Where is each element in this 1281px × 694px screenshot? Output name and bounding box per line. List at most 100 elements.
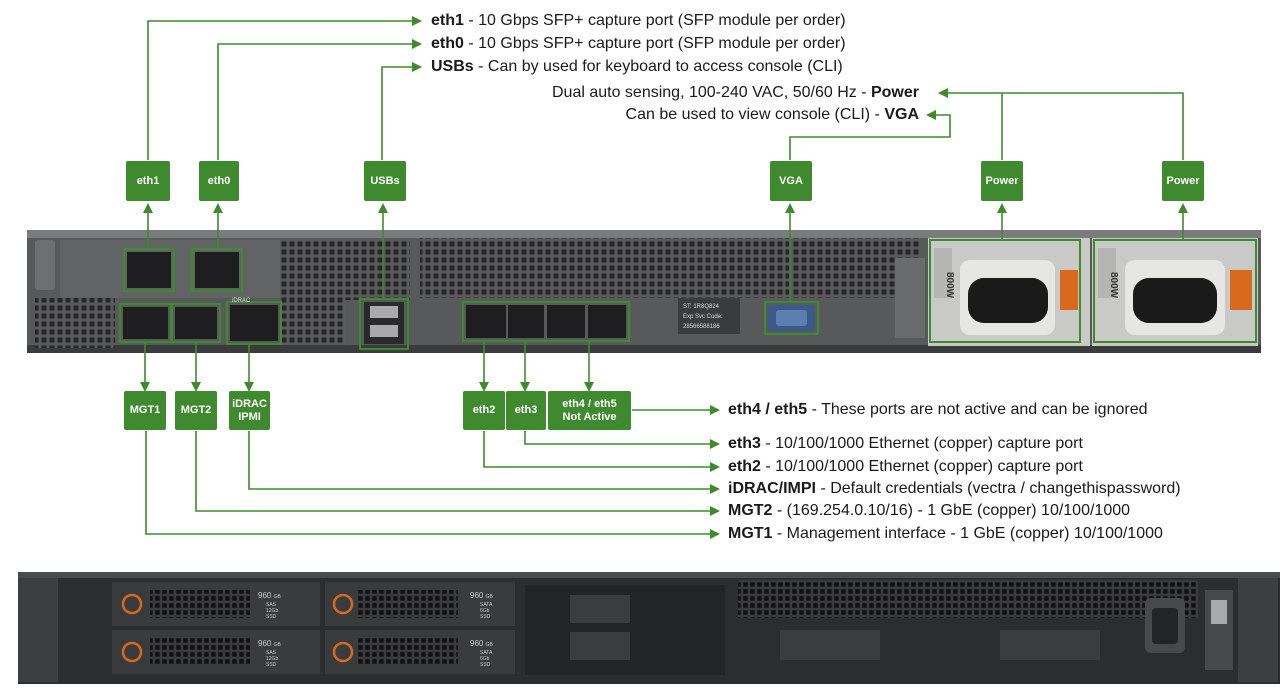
label-eth1: eth1 xyxy=(126,161,170,201)
drive-release-3 xyxy=(121,641,143,663)
rj45-port-eth5 xyxy=(588,305,626,338)
rj45-port-eth3 xyxy=(508,305,544,338)
drive-4-type: SATA xyxy=(480,650,493,656)
desc-eth1-text: - 10 Gbps SFP+ capture port (SFP module … xyxy=(463,12,846,29)
rear-vent-wide xyxy=(420,238,920,298)
desc-power-text: Dual auto sensing, 100-240 VAC, 50/60 Hz… xyxy=(551,84,871,101)
drive-3-capacity: 960 GB xyxy=(258,639,281,648)
label-eth3: eth3 xyxy=(506,391,546,430)
desc-eth3: eth3 - 10/100/1000 Ethernet (copper) cap… xyxy=(728,435,1083,453)
connector-eth0-desc xyxy=(217,39,422,160)
psu-latch-1 xyxy=(1060,270,1078,310)
drive-3-type: SAS xyxy=(266,650,277,656)
drive-1-capacity: 960 GB xyxy=(258,591,281,600)
desc-idrac-text: - Default credentials (vectra / changeth… xyxy=(816,480,1181,497)
connector-eth1-desc xyxy=(147,16,422,160)
label-idrac-text: iDRAC xyxy=(232,397,267,410)
desc-eth1-name: eth1 xyxy=(431,12,464,29)
psu-strap-1 xyxy=(968,278,1048,323)
drive-1-kind: SSD xyxy=(266,614,277,620)
label-mgt1: MGT1 xyxy=(124,391,166,430)
express-code-number: 28566588186 xyxy=(683,324,720,330)
desc-eth2: eth2 - 10/100/1000 Ethernet (copper) cap… xyxy=(728,458,1083,476)
express-code-label: Exp Svc Code: xyxy=(683,314,723,320)
desc-usbs-name: USBs xyxy=(431,58,474,75)
connectors xyxy=(140,16,1188,539)
label-vga: VGA xyxy=(770,161,812,201)
desc-power: Dual auto sensing, 100-240 VAC, 50/60 Hz… xyxy=(552,84,919,102)
rear-handle-left xyxy=(35,240,55,290)
label-eth1-text: eth1 xyxy=(136,174,160,187)
label-eth0-text: eth0 xyxy=(207,174,231,187)
psu-latch-2 xyxy=(1230,270,1252,310)
hardware-text: 800W 800W ST: 1R8Q824 Exp Svc Code: 2856… xyxy=(232,272,1119,668)
label-eth0: eth0 xyxy=(199,161,239,201)
front-ear-right xyxy=(1238,578,1278,682)
desc-idrac: iDRAC/IMPI - Default credentials (vectra… xyxy=(728,480,1181,498)
desc-eth45-name: eth4 / eth5 xyxy=(728,401,808,418)
label-mgt1-text: MGT1 xyxy=(129,404,161,416)
drive-3-kind: SSD xyxy=(266,662,277,668)
desc-eth4-eth5: eth4 / eth5 - These ports are not active… xyxy=(728,401,1148,419)
rear-chassis-photo xyxy=(27,230,1261,353)
drive-2-type: SATA xyxy=(480,602,493,608)
front-usb-port xyxy=(1211,600,1227,624)
label-eth2-text: eth2 xyxy=(472,404,496,416)
drive-3-rate: 12Gb xyxy=(266,656,278,662)
desc-mgt1-name: MGT1 xyxy=(728,525,773,542)
drive-4-kind: SSD xyxy=(480,662,491,668)
sfp-port-eth1 xyxy=(127,252,171,288)
front-ear-left xyxy=(18,578,58,682)
label-power-2-text: Power xyxy=(1166,174,1200,187)
rj45-port-mgt1 xyxy=(123,307,168,339)
service-tag-plate xyxy=(678,298,740,334)
label-idrac-ipmi: iDRAC IPMI xyxy=(229,391,270,430)
drive-4-rate: 6Gb xyxy=(480,656,490,662)
desc-mgt2: MGT2 - (169.254.0.10/16) - 1 GbE (copper… xyxy=(728,502,1130,520)
rear-vent-lower xyxy=(280,300,345,345)
label-vga-text: VGA xyxy=(779,174,803,187)
desc-mgt2-text: - (169.254.0.10/16) - 1 GbE (copper) 10/… xyxy=(772,502,1131,519)
label-eth4-eth5: eth4 / eth5 Not Active xyxy=(548,391,631,430)
drive-release-1 xyxy=(121,593,143,615)
desc-vga: Can be used to view console (CLI) - VGA xyxy=(626,106,919,124)
drive-2-capacity: 960 GB xyxy=(470,591,493,600)
psu-rating-badge-2 xyxy=(1098,248,1116,298)
desc-eth2-text: - 10/100/1000 Ethernet (copper) capture … xyxy=(760,458,1083,475)
desc-eth1: eth1 - 10 Gbps SFP+ capture port (SFP mo… xyxy=(431,12,846,30)
drive-4-capacity: 960 GB xyxy=(470,639,493,648)
desc-eth45-text: - These ports are not active and can be … xyxy=(807,401,1148,418)
rear-vent-center xyxy=(280,240,410,300)
desc-power-name: Power xyxy=(870,84,919,101)
connector-vga-desc xyxy=(789,110,951,160)
label-power-2: Power xyxy=(1162,161,1204,201)
connector-power2-desc xyxy=(938,88,1184,160)
desc-vga-name: VGA xyxy=(884,106,919,123)
rear-vent-left xyxy=(35,298,115,348)
label-eth2: eth2 xyxy=(463,391,505,430)
label-mgt2: MGT2 xyxy=(175,391,217,430)
label-usbs: USBs xyxy=(364,161,406,201)
connector-eth3-desc xyxy=(524,431,720,449)
connector-idrac-desc xyxy=(248,431,720,494)
service-tag-text: ST: 1R8Q824 xyxy=(683,304,720,310)
psu-rating-2: 800W xyxy=(1108,272,1119,299)
drive-1-rate: 12Gb xyxy=(266,608,278,614)
drive-1-type: SAS xyxy=(266,602,277,608)
drive-release-4 xyxy=(332,641,354,663)
rj45-port-eth2 xyxy=(466,305,506,338)
desc-eth3-name: eth3 xyxy=(728,435,761,452)
rj45-port-eth4 xyxy=(547,305,585,338)
desc-mgt1-text: - Management interface - 1 GbE (copper) … xyxy=(772,525,1163,542)
desc-mgt2-name: MGT2 xyxy=(728,502,773,519)
label-eth3-text: eth3 xyxy=(514,404,538,416)
label-usbs-text: USBs xyxy=(370,174,400,187)
idrac-port-silk: iDRAC xyxy=(232,298,251,304)
rear-side-panel xyxy=(895,258,925,338)
psu-strap-2 xyxy=(1133,278,1217,323)
drive-2-kind: SSD xyxy=(480,614,491,620)
connector-usbs-desc xyxy=(381,62,422,160)
drive-2-rate: 6Gb xyxy=(480,608,490,614)
